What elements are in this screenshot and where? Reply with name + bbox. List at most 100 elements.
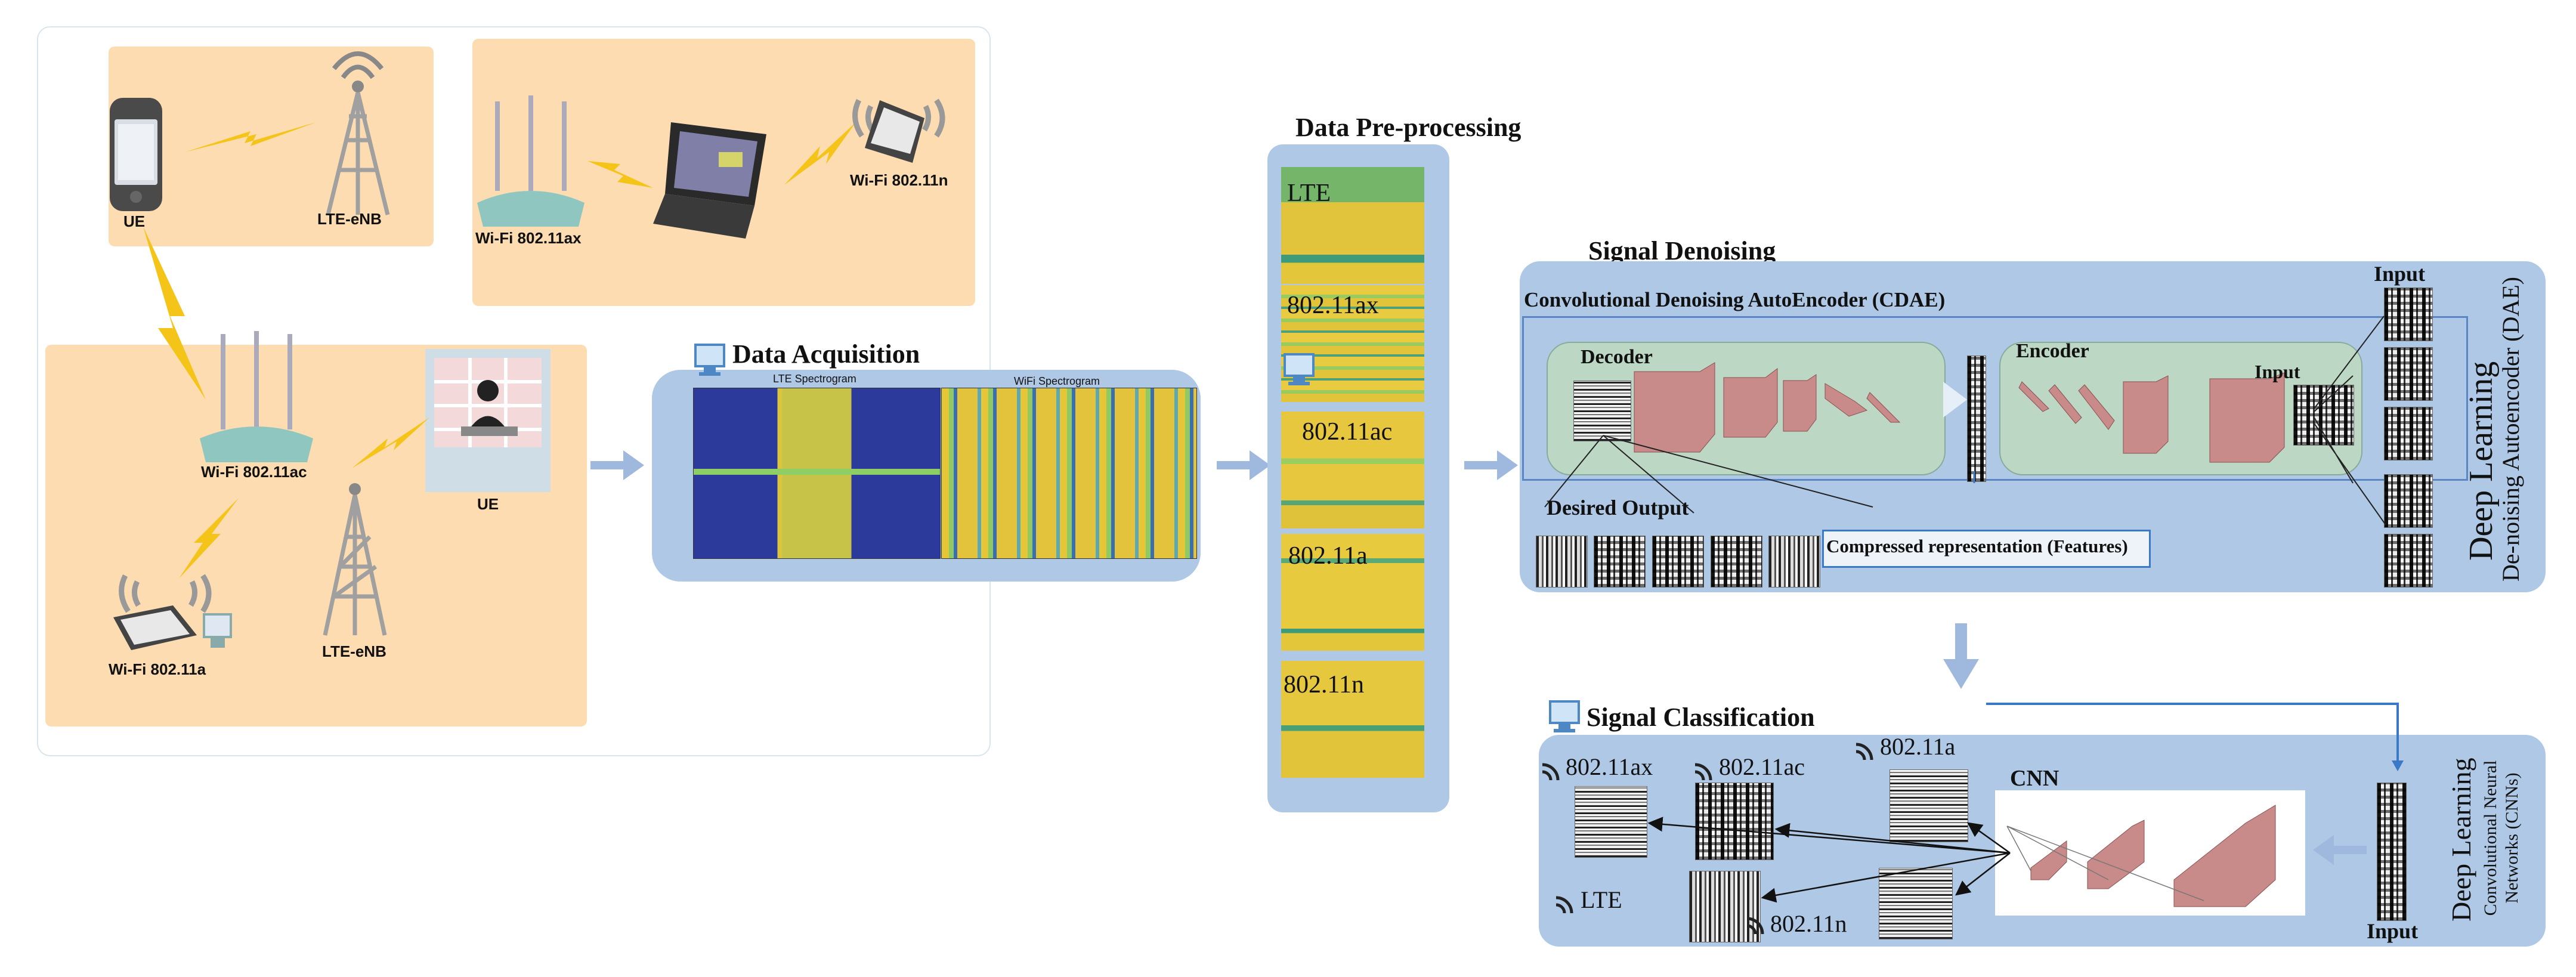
input-sample-2: [2384, 347, 2433, 401]
classification-side-subtitle: Convolutional Neural Networks (CNNs): [2481, 760, 2522, 916]
lte-spectrogram-title: LTE Spectrogram: [773, 373, 856, 385]
encoder-layers: [2018, 372, 2285, 463]
flow-arrow: [590, 450, 644, 480]
input-sample-3: [2384, 407, 2433, 460]
output-label-802-11a: 802.11a: [1880, 733, 1956, 760]
data-preprocessing-title: Data Pre-processing: [1295, 113, 1522, 142]
phone-icon: [110, 98, 162, 211]
output-label-lte: LTE: [1581, 886, 1622, 913]
classification-side-title: Deep Learning: [2446, 758, 2476, 922]
lte-enb-top-label: LTE-eNB: [317, 210, 382, 228]
spectrum-strip-802-11n: [1281, 661, 1424, 778]
output-label-802-11n: 802.11n: [1770, 910, 1847, 937]
data-acquisition-title: Data Acquisition: [732, 339, 920, 369]
cnn-layers: [2006, 805, 2276, 907]
desired-output-sample-4: [1711, 536, 1762, 588]
output-label-802-11ac: 802.11ac: [1719, 753, 1805, 780]
input-sample-5: [2384, 534, 2433, 588]
compressed-label-box: [1822, 530, 2151, 568]
cnn-label: CNN: [2010, 766, 2059, 791]
ue-top-label: UE: [123, 212, 146, 230]
flow-arrow: [1217, 450, 1270, 480]
wifi-ac-label: Wi-Fi 802.11ac: [201, 463, 307, 481]
output-image-802-11ax: [1575, 786, 1647, 858]
spectrum-strip-lte: [1281, 167, 1424, 284]
lightning-icon: [352, 418, 429, 468]
lte-spectrogram-image: [693, 388, 941, 559]
flow-arrow: [1464, 450, 1518, 480]
output-image-802-11a: [1890, 769, 1968, 842]
classification-input-image: [2377, 783, 2407, 921]
desired-output-sample-5: [1768, 536, 1820, 588]
output-image-802-11n: [1879, 868, 1953, 939]
strip-label-lte: LTE: [1287, 180, 1331, 207]
router-icon: [477, 95, 585, 227]
desired-output-sample-1: [1536, 536, 1588, 588]
laptop-icon: [653, 122, 766, 239]
output-arrows: [1647, 817, 2011, 903]
input-stack-label: Input: [2374, 262, 2426, 286]
cdae-frame: [1522, 316, 2468, 481]
access-point-icon: [852, 98, 945, 163]
cell-tower-icon: [326, 51, 390, 215]
desired-output-sample-2: [1594, 536, 1646, 588]
lte-cell-panel: [109, 47, 434, 246]
desired-output-sample-3: [1652, 536, 1704, 588]
lte-spectrogram-band: [694, 469, 940, 475]
denoising-side-title: Deep Learning: [2463, 361, 2500, 561]
lightning-icon: [179, 498, 239, 579]
classification-side-subtitle-box: Convolutional Neural Networks (CNNs): [2480, 749, 2540, 927]
decoder-layers: [1634, 362, 1901, 453]
access-point-icon: [113, 574, 232, 650]
wifi-icon: [1542, 763, 1560, 781]
strip-label-802-11ac: 802.11ac: [1302, 418, 1393, 446]
strip-label-802-11ax: 802.11ax: [1287, 292, 1379, 319]
denoising-side-subtitle: De-noising Autoencoder (DAE): [2497, 277, 2524, 582]
input-sample-1: [2384, 287, 2433, 341]
input-sample-4: [2384, 474, 2433, 528]
wifi-icon: [1746, 917, 1764, 935]
wifi-a-label: Wi-Fi 802.11a: [109, 660, 206, 678]
bottleneck-arrow: [1943, 382, 1967, 418]
connector-lines: [1544, 316, 2386, 525]
compressed-label: Compressed representation (Features): [1826, 536, 2128, 556]
user-screen-icon: [425, 349, 551, 492]
encoder-input-label: Input: [2255, 361, 2300, 382]
lightning-icon: [143, 227, 206, 400]
ue-mid-label: UE: [477, 495, 499, 513]
wifi-spectrogram-title: WiFi Spectrogram: [1014, 375, 1100, 387]
cdae-label: Convolutional Denoising AutoEncoder (CDA…: [1524, 288, 1946, 311]
spectrum-strip-802-11a: [1281, 534, 1424, 651]
wifi-icon: [1856, 743, 1873, 760]
feedback-line: [1986, 703, 2404, 771]
output-label-802-11ax: 802.11ax: [1566, 753, 1653, 780]
lightning-icon: [587, 161, 653, 188]
output-image-802-11ac: [1695, 783, 1774, 860]
computer-icon: [1549, 700, 1580, 732]
wifi-icon: [1694, 763, 1712, 781]
encoder-label: Encoder: [2016, 340, 2089, 362]
wifi-spectrogram-image: [941, 388, 1197, 559]
output-image-lte: [1689, 871, 1761, 942]
spectrum-strip-802-11ac: [1281, 412, 1424, 528]
signal-classification-title: Signal Classification: [1587, 703, 1815, 732]
strip-label-802-11n: 802.11n: [1284, 671, 1364, 698]
decoder-output-image: [1573, 381, 1631, 441]
flow-arrow: [2313, 835, 2367, 865]
cell-tower-icon: [323, 483, 387, 636]
compressed-features-image: [1967, 355, 1986, 482]
computer-icon: [694, 344, 725, 376]
lightning-icon: [784, 122, 856, 185]
wifi-ax-label: Wi-Fi 802.11ax: [475, 229, 582, 247]
signal-denoising-title: Signal Denoising: [1588, 236, 1776, 265]
wifi-icon: [1556, 896, 1573, 914]
router-icon: [200, 331, 313, 462]
computer-icon: [1284, 353, 1315, 385]
desired-output-label: Desired Output: [1547, 496, 1689, 520]
lte-enb-bottom-label: LTE-eNB: [322, 642, 386, 660]
wifi-n-label: Wi-Fi 802.11n: [850, 171, 948, 189]
classification-input-label: Input: [2367, 919, 2419, 943]
decoder-label: Decoder: [1581, 346, 1653, 368]
strip-label-802-11a: 802.11a: [1288, 542, 1368, 570]
